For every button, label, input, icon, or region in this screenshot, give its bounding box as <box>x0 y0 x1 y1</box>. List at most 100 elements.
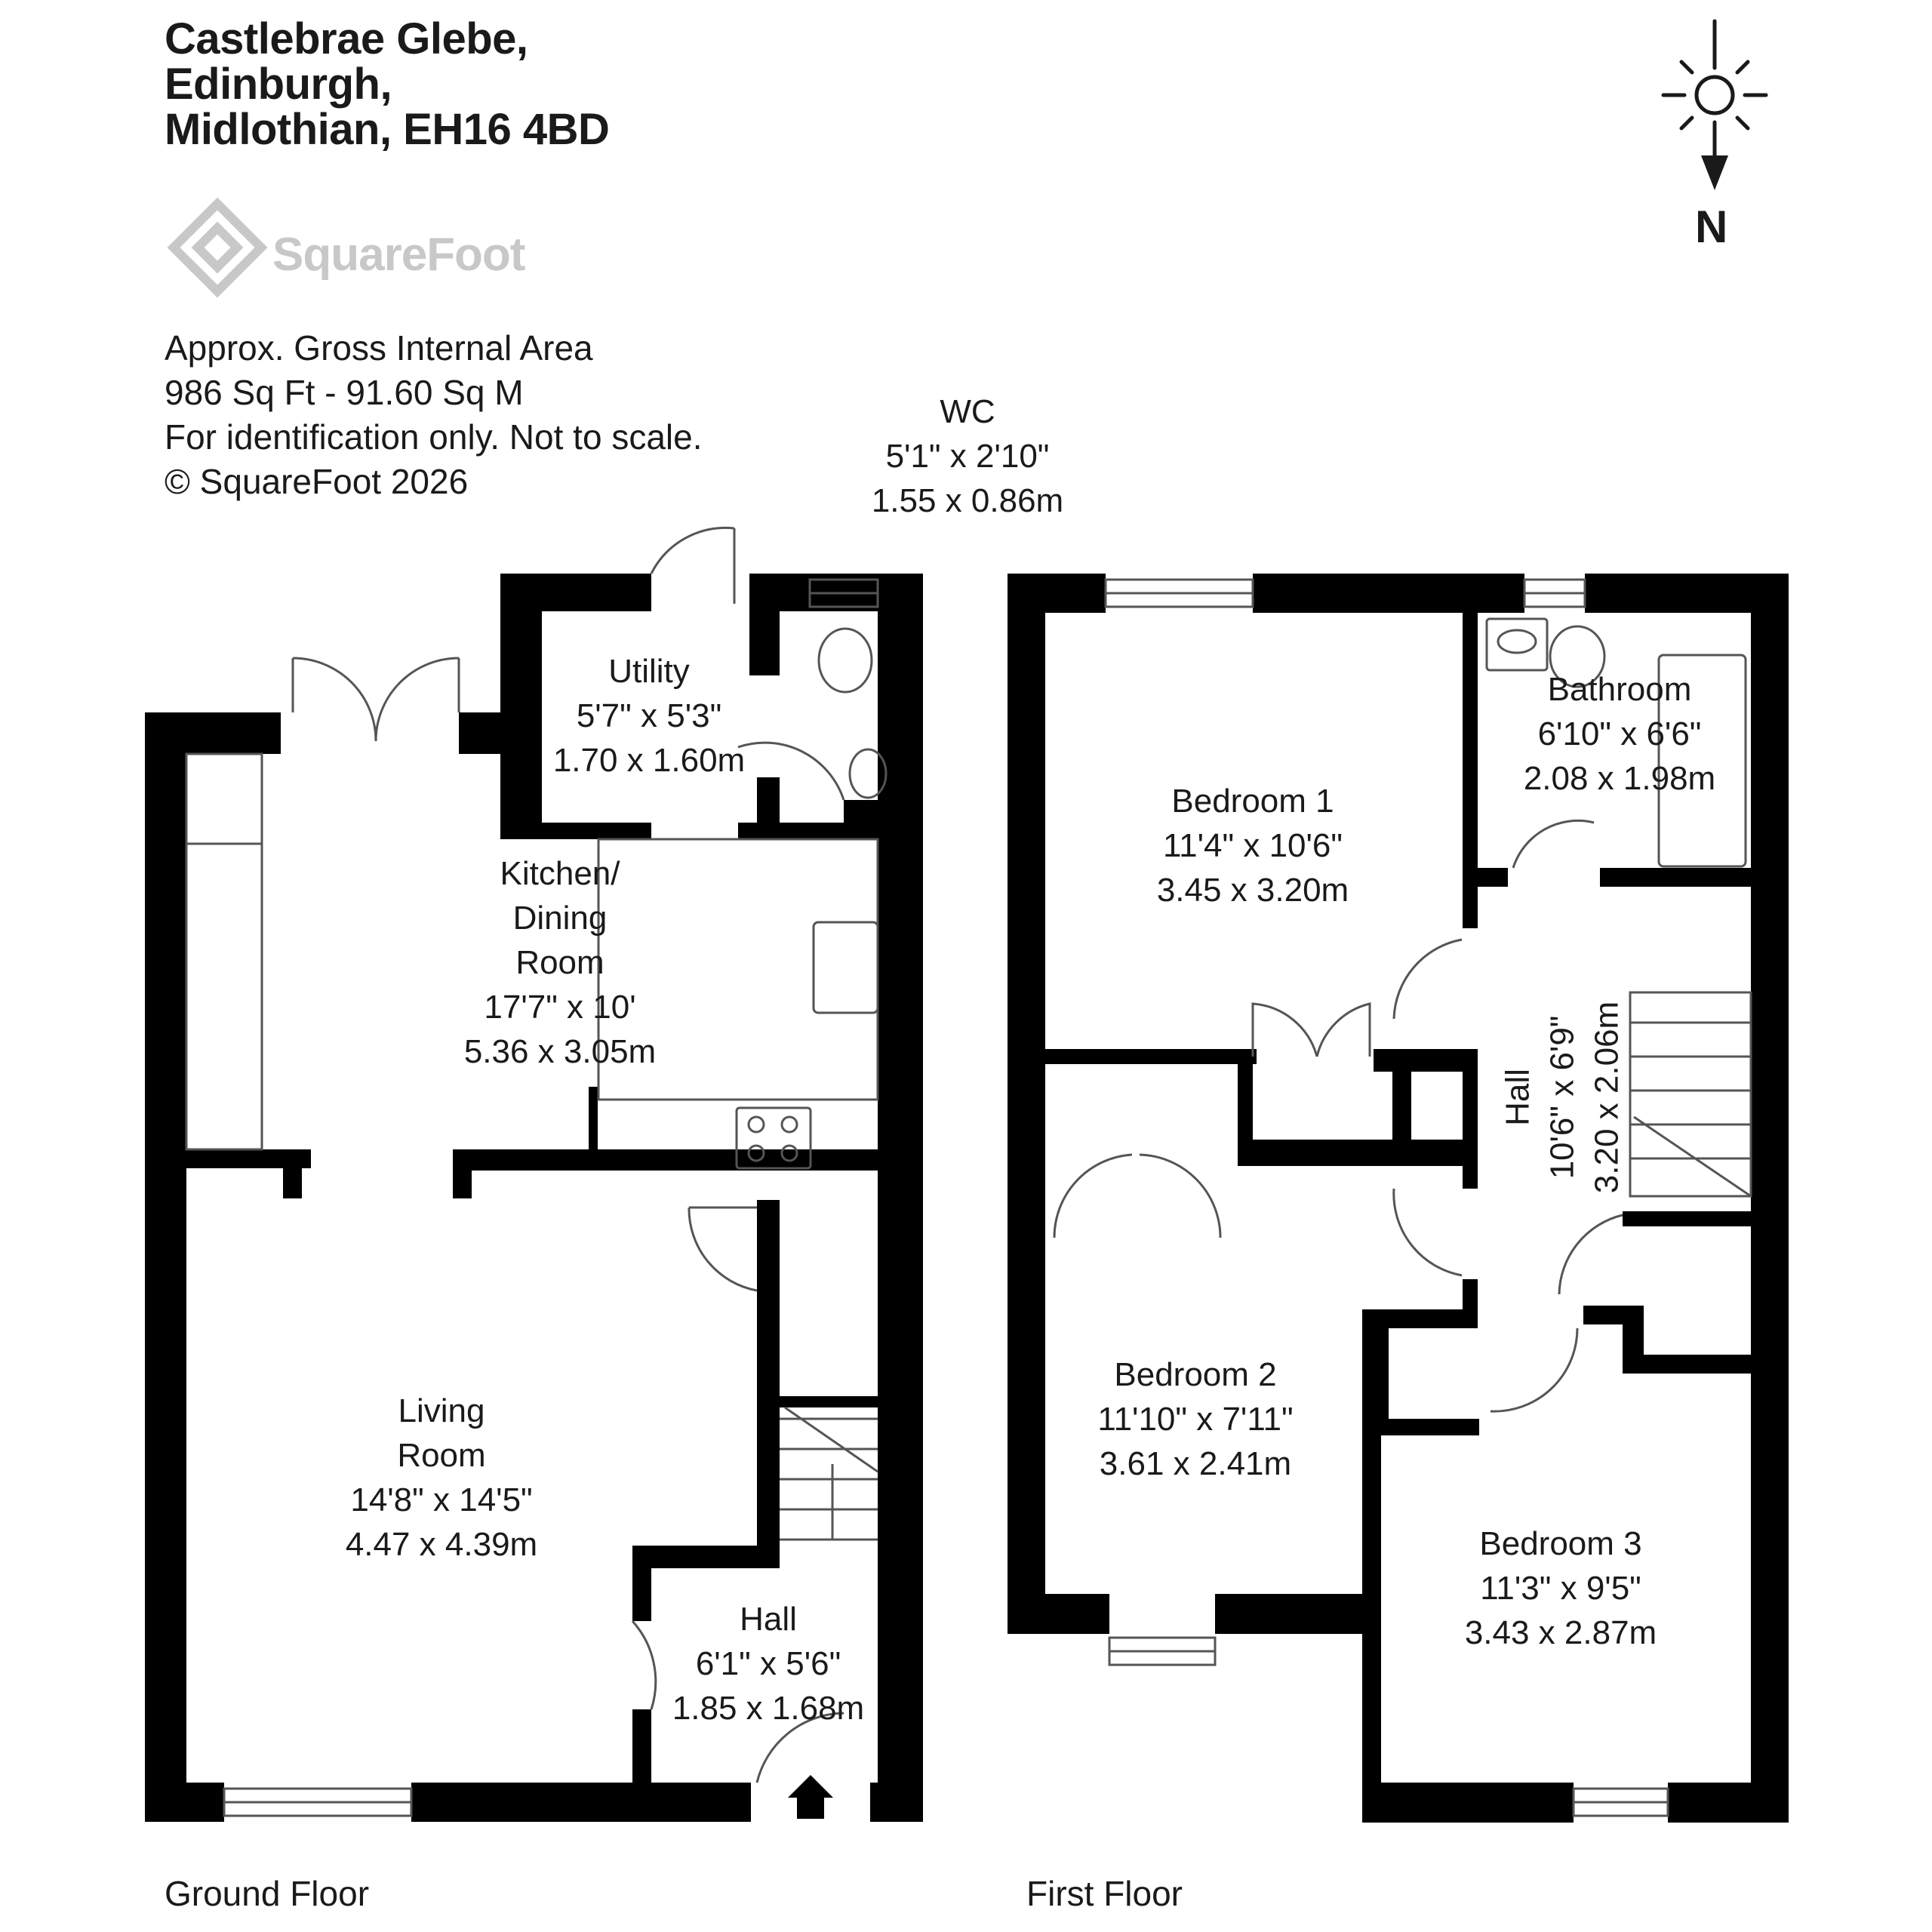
door-swing <box>755 1712 844 1783</box>
compass: N <box>1653 15 1781 257</box>
wall <box>844 800 881 839</box>
room-label-bedroom2: Bedroom 2 11'10" x 7'11" 3.61 x 2.41m <box>1097 1352 1293 1486</box>
room-name: WC <box>940 393 995 430</box>
ground-floor-walls <box>145 574 923 1822</box>
area-info: Approx. Gross Internal Area 986 Sq Ft - … <box>165 326 702 504</box>
room-imperial: 6'1" x 5'6" <box>695 1645 841 1682</box>
wall <box>1238 1140 1472 1166</box>
door-swing <box>374 657 460 742</box>
wall <box>500 823 651 839</box>
wall <box>1362 1309 1381 1823</box>
wall <box>283 1149 302 1198</box>
wall <box>1253 574 1524 613</box>
wall <box>1751 574 1789 1823</box>
wall <box>589 1087 598 1155</box>
room-imperial: 10'6" x 6'9" <box>1543 1015 1581 1180</box>
room-label-hall-first: Hall 10'6" x 6'9" 3.20 x 2.06m <box>1496 1001 1629 1193</box>
room-metric: 3.20 x 2.06m <box>1588 1001 1626 1194</box>
room-label-bedroom3: Bedroom 3 11'3" x 9'5" 3.43 x 2.87m <box>1465 1521 1657 1655</box>
room-imperial: 11'3" x 9'5" <box>1480 1570 1641 1607</box>
counter <box>185 752 263 1151</box>
wall <box>1478 868 1508 887</box>
wall <box>757 1200 780 1211</box>
room-imperial: 5'7" x 5'3" <box>576 697 722 734</box>
wall <box>1008 574 1045 1634</box>
room-label-kitchen: Kitchen/ Dining Room 17'7" x 10' 5.36 x … <box>464 851 656 1074</box>
room-imperial: 11'4" x 10'6" <box>1162 827 1343 864</box>
wall <box>632 1546 780 1568</box>
room-label-utility: Utility 5'7" x 5'3" 1.70 x 1.60m <box>553 649 745 783</box>
wall <box>1215 1594 1362 1634</box>
room-imperial: 14'8" x 14'5" <box>350 1481 533 1518</box>
room-name: Kitchen/ <box>500 855 620 892</box>
stairs-ground <box>780 1406 878 1541</box>
wall <box>632 1546 651 1621</box>
wall <box>757 1200 780 1396</box>
room-name: Utility <box>608 653 690 690</box>
wall <box>453 1149 923 1171</box>
room-metric: 3.43 x 2.87m <box>1464 1614 1657 1651</box>
room-metric: 4.47 x 4.39m <box>345 1526 538 1563</box>
room-label-living: Living Room 14'8" x 14'5" 4.47 x 4.39m <box>346 1389 537 1567</box>
room-name: Dining <box>512 900 608 937</box>
wall <box>500 574 542 823</box>
door-swing <box>1053 1153 1133 1238</box>
door-swing <box>737 741 845 801</box>
door-swing <box>1251 1002 1318 1057</box>
wall <box>1668 1783 1789 1823</box>
basin <box>1485 617 1549 672</box>
toilet <box>1549 625 1606 688</box>
room-metric: 5.36 x 3.05m <box>463 1033 657 1070</box>
room-name: Living <box>398 1392 485 1429</box>
room-metric: 3.45 x 3.20m <box>1156 872 1349 909</box>
door-swing <box>650 526 735 574</box>
wall <box>1008 574 1106 613</box>
wall <box>1045 1049 1257 1064</box>
logo-text: SquareFoot <box>272 229 525 281</box>
door-swing <box>631 1620 657 1710</box>
room-name: Bedroom 1 <box>1171 783 1334 820</box>
door-swing <box>1315 1002 1371 1057</box>
room-name: Bedroom 3 <box>1479 1525 1642 1562</box>
room-name: Room <box>515 944 605 981</box>
first-floor-label: First Floor <box>1026 1874 1183 1913</box>
room-label-hall-ground: Hall 6'1" x 5'6" 1.85 x 1.68m <box>672 1597 864 1730</box>
wall <box>1392 1064 1411 1147</box>
door-swing <box>1512 819 1595 869</box>
room-label-bedroom1: Bedroom 1 11'4" x 10'6" 3.45 x 3.20m <box>1157 779 1349 912</box>
basin <box>848 748 888 799</box>
wall <box>1381 1309 1389 1434</box>
wall <box>1381 1419 1479 1435</box>
room-label-bathroom: Bathroom 6'10" x 6'6" 2.08 x 1.98m <box>1524 667 1715 801</box>
wall <box>1600 868 1751 887</box>
first-floor-walls <box>1008 574 1789 1823</box>
room-metric: 3.61 x 2.41m <box>1099 1445 1292 1482</box>
property-address: Castlebrae Glebe, Edinburgh, Midlothian,… <box>165 14 610 154</box>
sink <box>812 921 879 1014</box>
room-imperial: 6'10" x 6'6" <box>1537 715 1702 752</box>
door-swing <box>292 657 377 742</box>
room-name: Bedroom 2 <box>1114 1356 1277 1393</box>
door-swing <box>1139 1153 1222 1238</box>
info-line: For identification only. Not to scale. <box>165 417 703 457</box>
wall <box>632 1709 651 1785</box>
door-swing <box>1558 1214 1623 1295</box>
address-line: Edinburgh, <box>165 60 392 109</box>
wall <box>145 712 186 1822</box>
wall <box>500 574 651 611</box>
wall <box>1463 596 1478 928</box>
wall <box>1374 1049 1478 1072</box>
stairs-first <box>1629 991 1752 1198</box>
hob <box>735 1106 812 1170</box>
room-metric: 1.85 x 1.68m <box>672 1690 865 1727</box>
room-name: Bathroom <box>1547 671 1692 708</box>
wall <box>145 1783 224 1822</box>
logo-diamond-icon <box>167 197 268 298</box>
address-line: Midlothian, EH16 4BD <box>165 105 610 154</box>
room-name: Hall <box>1499 1069 1537 1126</box>
wall <box>411 1783 751 1822</box>
address-line: Castlebrae Glebe, <box>165 14 528 63</box>
entrance-arrow-icon <box>788 1775 833 1819</box>
wall <box>757 1396 780 1547</box>
